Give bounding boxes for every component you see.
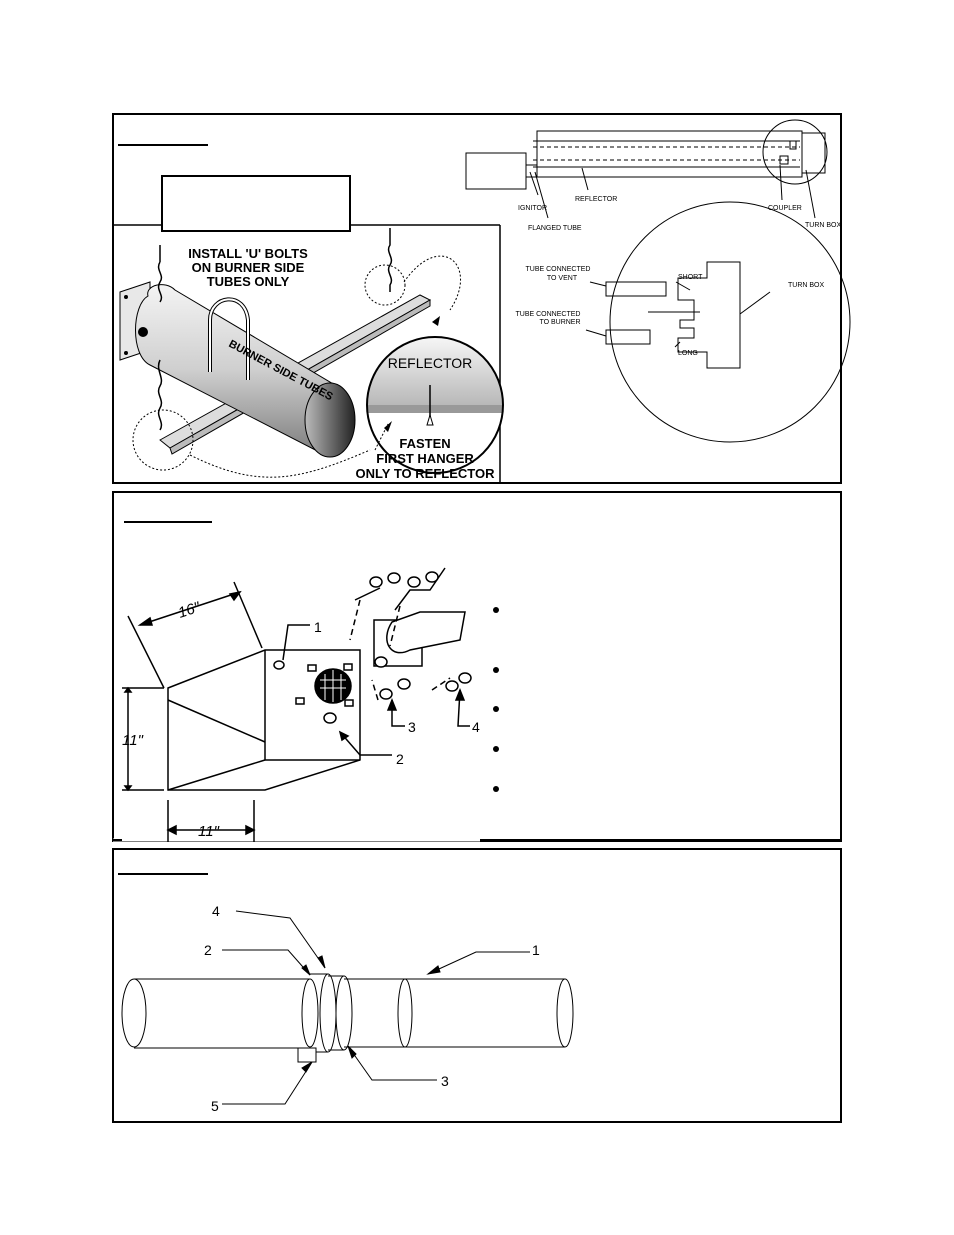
long-label: LONG <box>678 350 698 357</box>
bullet-1 <box>493 607 499 613</box>
fasten-line2: FIRST HANGER <box>376 451 474 466</box>
flanged-tube-label: FLANGED TUBE <box>528 225 582 232</box>
dim-height-label: 11" <box>122 732 144 749</box>
bullet-2 <box>493 667 499 673</box>
panel-tube-coupling <box>112 848 842 1123</box>
coupling-callout-4: 4 <box>212 903 220 919</box>
coupling-callout-3: 3 <box>441 1073 449 1089</box>
coupling-callout-2: 2 <box>204 942 212 958</box>
vent-label-line1: TUBE CONNECTED <box>526 266 591 273</box>
tube-coupling-drawing <box>121 910 574 1105</box>
bullet-list <box>493 607 499 792</box>
ignitor-label: IGNITOR <box>518 205 547 212</box>
fasten-line1: FASTEN <box>399 436 450 451</box>
install-u-bolts-line1: INSTALL 'U' BOLTS <box>188 246 308 261</box>
callout-2: 2 <box>396 751 404 767</box>
turn-box-overview <box>465 119 828 219</box>
overview-reflector-label: REFLECTOR <box>575 196 617 203</box>
overview-turn-box-label: TURN BOX <box>805 222 842 229</box>
bullet-4 <box>493 746 499 752</box>
dim-width-label: 11" <box>198 823 220 840</box>
vent-label-line2: TO VENT <box>547 275 578 282</box>
burner-label-line1: TUBE CONNECTED <box>516 311 581 318</box>
panel1-text: INSTALL 'U' BOLTS ON BURNER SIDE TUBES O… <box>188 196 841 481</box>
short-label: SHORT <box>678 274 703 281</box>
detail-turn-box-label: TURN BOX <box>788 282 825 289</box>
panel3-text: 1 2 3 4 5 <box>204 903 540 1114</box>
callout-1: 1 <box>314 619 322 635</box>
callout-3: 3 <box>408 719 416 735</box>
callout-4: 4 <box>472 719 480 735</box>
panel1-caption-box <box>161 175 351 232</box>
box-adapter-drawing <box>122 567 472 842</box>
bullet-5 <box>493 786 499 792</box>
coupling-callout-5: 5 <box>211 1098 219 1114</box>
coupling-callout-1: 1 <box>532 942 540 958</box>
reflector-hanger-illustration <box>119 228 504 478</box>
panel2-text: 16" 11" 11" 1 2 3 4 <box>122 599 480 840</box>
install-u-bolts-line3: TUBES ONLY <box>207 274 290 289</box>
burner-label-line2: TO BURNER <box>539 319 580 326</box>
bullet-3 <box>493 706 499 712</box>
coupler-label: COUPLER <box>768 205 802 212</box>
zoom-reflector-label: REFLECTOR <box>388 355 473 371</box>
dim-length-label: 16" <box>176 599 203 622</box>
install-u-bolts-line2: ON BURNER SIDE <box>192 260 305 275</box>
turn-box-detail <box>585 201 851 443</box>
fasten-line3: ONLY TO REFLECTOR <box>356 466 496 481</box>
